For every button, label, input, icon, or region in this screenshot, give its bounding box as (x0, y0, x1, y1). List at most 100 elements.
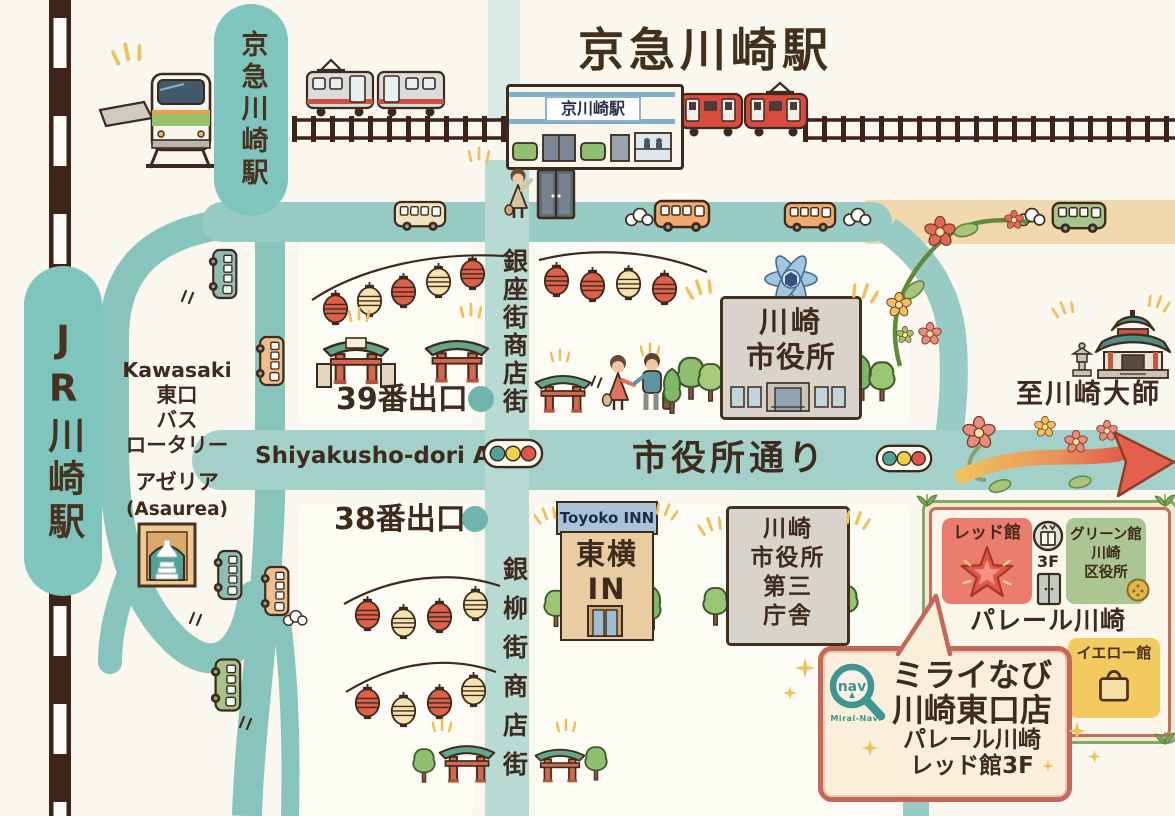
underground-entrance-icon (137, 522, 197, 588)
bubble-pointer (895, 593, 953, 657)
daisan-chosha-building: 川崎 市役所 第三 庁舎 (726, 506, 850, 646)
sparkle-rays-icon (849, 279, 881, 305)
tree-icon (584, 746, 608, 781)
station-facade (512, 132, 672, 162)
sparkle-icon (862, 740, 878, 756)
bus-icon (209, 656, 243, 714)
tree-icon (702, 586, 729, 627)
shopping-street-gate-icon (316, 337, 396, 388)
ginza-street-label: 銀座街商店街 (499, 248, 529, 416)
flower-vine-icon (886, 210, 1029, 367)
railway-horizontal-east (803, 116, 1175, 142)
direction-arrow-icon (954, 416, 1175, 498)
jr-train-icon (98, 39, 214, 169)
bus-icon (783, 200, 837, 234)
exit-39-dot (468, 386, 494, 412)
sparkle-icon (1042, 760, 1054, 772)
shop-callout-text: ミライなび 川崎東口店 パレール川崎 レッド館3F (891, 656, 1052, 779)
traffic-light-icon (875, 444, 933, 473)
sprout-decoration-icon (1154, 731, 1175, 745)
azalea-label: アゼリア (Asaurea) (125, 470, 229, 520)
tree-icon (662, 367, 682, 415)
smoke-icon (282, 609, 308, 627)
motion-dash-icon (188, 611, 203, 626)
sparkle-rays-icon (460, 302, 482, 319)
logo-subtext: Mirai-Navi (830, 714, 882, 723)
city-hall-emblem-icon (764, 255, 818, 303)
lantern-string (311, 254, 505, 326)
station-sign: 京川崎駅 (560, 99, 625, 119)
sparkle-rays-icon (432, 718, 452, 733)
exit-38-dot (462, 506, 488, 532)
elevator-floor-label: 3F (1036, 552, 1060, 571)
tree-icon (412, 748, 436, 783)
ginryu-street-label: 銀柳街商店街 (499, 556, 529, 790)
keikyu-train-icon (678, 81, 809, 137)
logo-text: nav (838, 679, 867, 695)
keikyu-station-banner: 京急川崎駅 (214, 4, 288, 216)
sparkle-rays-icon (1049, 297, 1077, 320)
motion-dash-icon (180, 289, 195, 304)
lantern-string (345, 661, 497, 728)
smoke-icon (624, 207, 654, 227)
exit-39-label: 39番出口 (336, 382, 468, 417)
sparkle-rays-icon (531, 503, 559, 526)
sparkle-rays-icon (556, 718, 576, 733)
shopping-street-gate-icon (534, 374, 592, 414)
jr-banner-label: JR川崎駅 (41, 317, 85, 545)
railway-horizontal-west (292, 116, 510, 142)
shopping-street-gate-icon (534, 748, 586, 784)
temple-icon (1070, 310, 1172, 379)
motion-dash-icon (238, 715, 253, 730)
elevator-icon (1032, 520, 1064, 552)
lantern-string (538, 251, 708, 306)
sparkle-rays-icon (1145, 291, 1173, 314)
shopping-bag-icon (1099, 670, 1129, 702)
station-building: 京川崎駅 (506, 84, 684, 170)
bus-icon (393, 199, 447, 233)
stone-lantern-icon (1070, 342, 1094, 377)
red-star-icon (958, 544, 1016, 600)
sparkle-rays-icon (843, 507, 873, 531)
toyoko-inn-sign: Toyoko INN (556, 501, 658, 535)
lantern-string (343, 576, 501, 640)
avenue-jp-label: 市役所通り (632, 439, 828, 479)
traffic-light-icon (482, 438, 544, 469)
parale-red-hall: レッド館 (942, 518, 1032, 604)
parale-yellow-hall: イエロー館 (1068, 638, 1160, 718)
pedestrian-icon (504, 168, 533, 218)
bus-icon (207, 247, 239, 301)
sparkle-icon (1068, 722, 1086, 740)
sprout-decoration-icon (916, 493, 938, 507)
sparkle-icon (1088, 750, 1101, 763)
sprout-decoration-icon (1154, 493, 1175, 507)
silver-train-icon (305, 58, 446, 117)
bus-icon (652, 198, 712, 234)
toyoko-inn-building: 東横 IN (560, 531, 654, 641)
city-hall-building: 川崎 市役所 (720, 296, 862, 420)
elevator-door-icon (1036, 572, 1062, 606)
station-entrance-door-icon (536, 168, 576, 220)
sparkle-rays-icon (468, 146, 490, 163)
parale-name-label: パレール川崎 (969, 606, 1126, 635)
sparkle-rays-icon (550, 348, 570, 363)
connector-road (879, 218, 968, 467)
sparkle-icon (795, 658, 815, 678)
gold-seal-icon (1126, 578, 1150, 602)
bus-rotary-label: Kawasaki 東口 バス ロータリー (122, 358, 232, 457)
bus-icon (254, 334, 286, 388)
sparkle-icon (783, 686, 797, 700)
sparkle-rays-icon (653, 499, 681, 522)
sparkle-rays-icon (683, 275, 715, 301)
shopping-street-gate-icon (424, 339, 490, 384)
sparkle-rays-icon (695, 513, 725, 537)
map-title: 京急川崎駅 (578, 23, 833, 77)
bus-icon (1050, 200, 1108, 235)
bus-rotary-loop-road (99, 207, 268, 674)
jr-station-banner: JR川崎駅 (24, 266, 102, 596)
keikyu-banner-label: 京急川崎駅 (236, 30, 268, 190)
smoke-icon (842, 207, 872, 227)
sparkle-rays-icon (348, 306, 370, 323)
exit-38-label: 38番出口 (334, 502, 466, 537)
